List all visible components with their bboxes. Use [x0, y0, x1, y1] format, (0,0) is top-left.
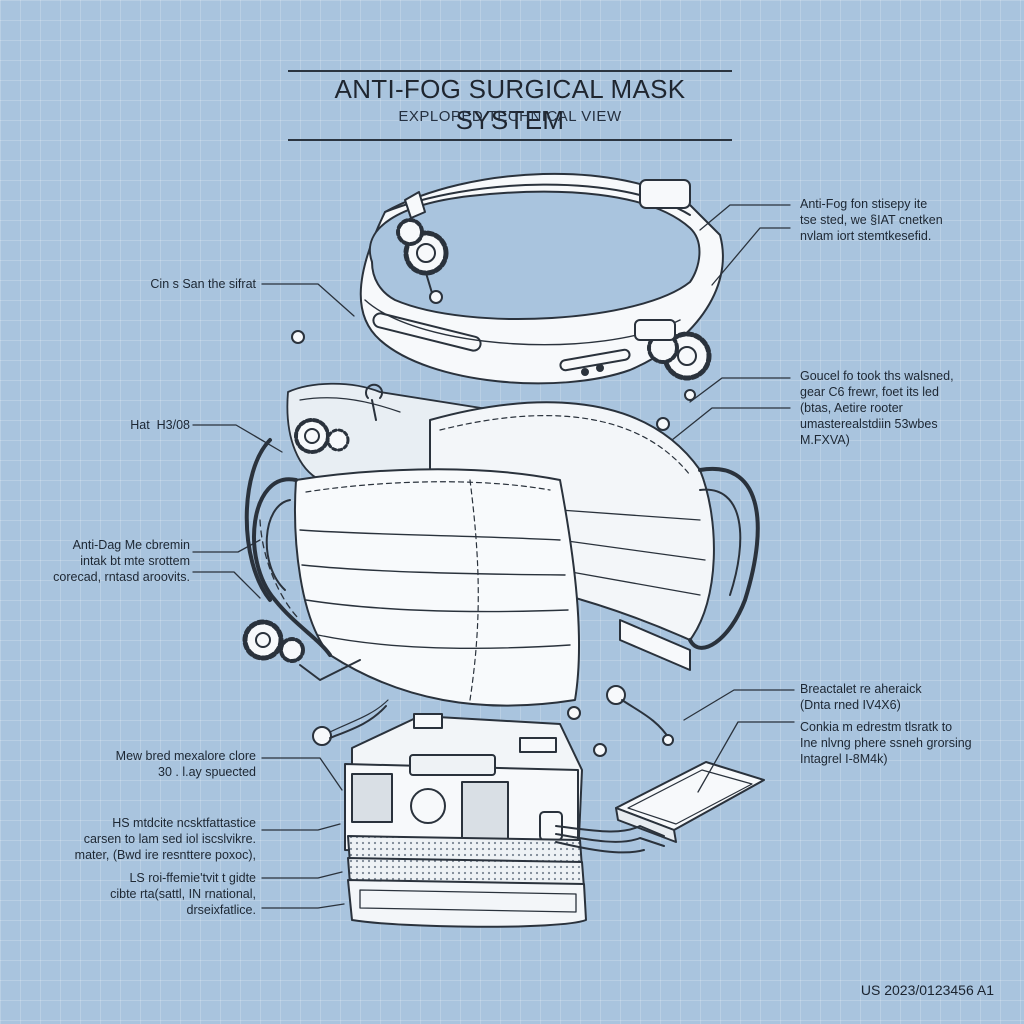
callout-hat: Hat H3/08	[130, 418, 190, 432]
callout-connector: Conkia m edrestm tlsratk to Ine nlvng ph…	[800, 720, 972, 766]
sensor-probe-left	[312, 699, 389, 746]
callout-gear-module: Goucel fo took ths walsned, gear C6 frew…	[800, 369, 954, 447]
wireless-module	[615, 761, 765, 843]
front-mask-layer	[252, 468, 581, 707]
rear-mask-layer	[429, 401, 760, 671]
diagram-subtitle: EXPLOPED TECHNICAL VIEW	[398, 108, 622, 125]
screw-icon	[291, 330, 305, 344]
patent-number: US 2023/0123456 A1	[860, 982, 994, 998]
callout-hs-module: HS mtdcite ncsktfattastice carsen to lam…	[74, 816, 256, 862]
callout-ls-layer: LS roi-ffemie'tvit t gidte cibte rta(sat…	[110, 871, 256, 917]
sensor-probe-right	[606, 685, 674, 746]
callout-breathalyzer: Breactalet re aheraick (Dnta rned IV4X6)	[800, 682, 922, 712]
callout-strap: Cin s San the sifrat	[150, 277, 256, 291]
diagram-title: ANTI-FOG SURGICAL MASK SYSTEM	[288, 70, 732, 141]
leader-lines	[192, 204, 795, 909]
screw-icon	[567, 706, 581, 720]
screw-icon	[593, 743, 607, 757]
module-cable	[555, 825, 665, 854]
callout-filter-unit: Mew bred mexalore clore 30 . l.ay spuect…	[115, 749, 256, 779]
headband-left-gear	[396, 218, 449, 304]
headband-right-gear	[634, 319, 712, 401]
headband	[359, 172, 724, 385]
callout-headband: Anti-Fog fon stisepy ite tse sted, we §I…	[800, 197, 943, 243]
filter-base-tray	[347, 879, 587, 928]
screw-icon	[656, 417, 670, 431]
left-ear-strap	[244, 438, 301, 621]
filter-unit	[344, 713, 583, 861]
loose-gear-left	[242, 619, 361, 681]
callout-membrane: Anti-Dag Me cbremin intak bt mte srottem…	[53, 538, 190, 584]
